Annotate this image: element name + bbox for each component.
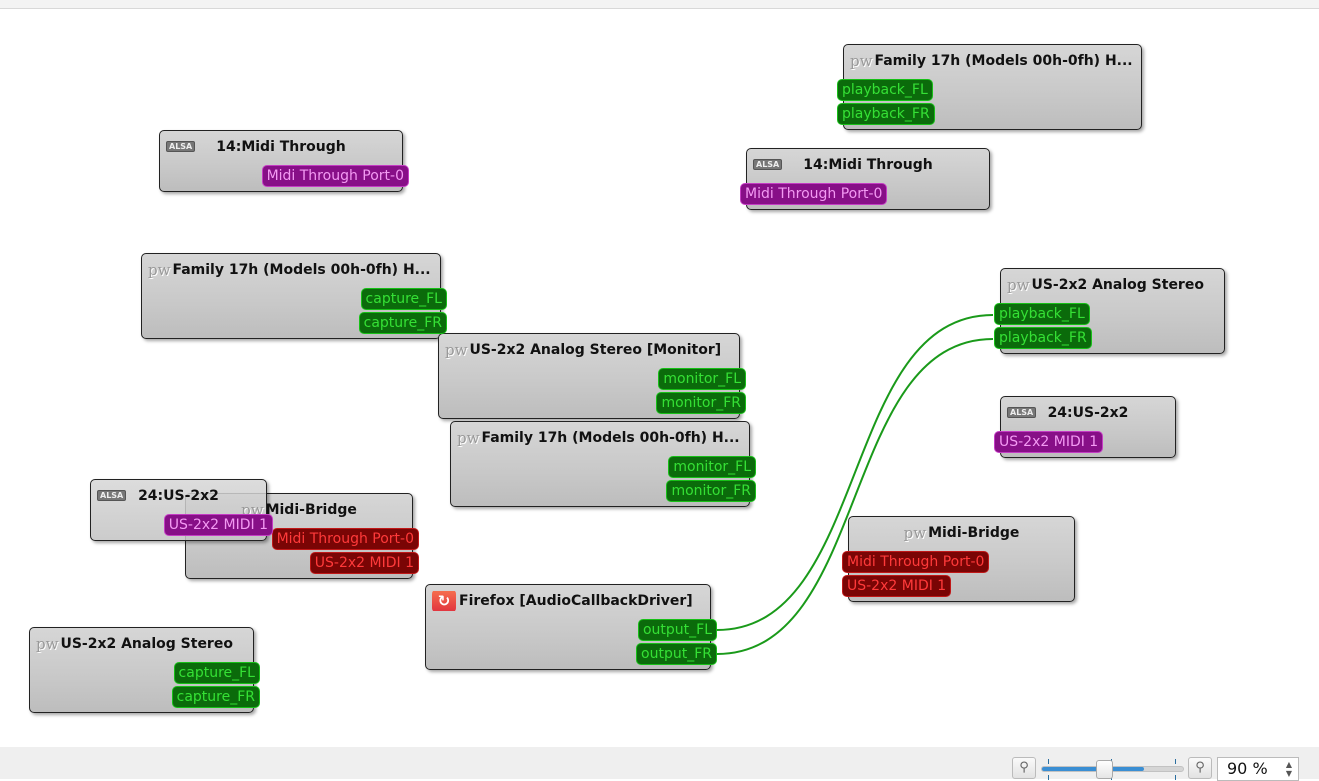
output-port[interactable]: output_FL — [637, 619, 717, 641]
output-port[interactable]: capture_FL — [360, 288, 447, 310]
output-port[interactable]: monitor_FR — [666, 480, 756, 502]
top-toolbar-edge — [0, 0, 1319, 9]
zoom-out-button[interactable]: ⚲ — [1012, 757, 1036, 779]
input-port[interactable]: US-2x2 MIDI 1 — [842, 575, 952, 597]
pipewire-icon: pw — [1007, 276, 1030, 294]
node-title-bar[interactable]: ALSA 24:US-2x2 — [1007, 403, 1169, 423]
node-title: Family 17h (Models 00h-0fh) H... — [172, 262, 431, 278]
output-port[interactable]: monitor_FR — [656, 392, 746, 414]
pipewire-icon: pw — [850, 52, 873, 70]
output-port[interactable]: monitor_FL — [668, 456, 756, 478]
zoom-out-icon: ⚲ — [1019, 760, 1029, 775]
zoom-value: 90 % — [1227, 759, 1268, 778]
output-port[interactable]: output_FR — [636, 643, 717, 665]
alsa-icon: ALSA — [1007, 407, 1037, 418]
output-port[interactable]: monitor_FL — [658, 368, 746, 390]
status-bar: ⚲ ⚲ 90 % ▲▼ — [0, 747, 1319, 781]
pipewire-icon: pw — [36, 635, 59, 653]
node-title: Midi-Bridge — [928, 525, 1020, 541]
output-port[interactable]: capture_FL — [173, 662, 260, 684]
input-port[interactable]: Midi Through Port-0 — [842, 551, 990, 573]
spin-arrows-icon[interactable]: ▲▼ — [1285, 760, 1293, 778]
input-port[interactable]: playback_FL — [837, 79, 933, 101]
node-title: 24:US-2x2 — [1047, 405, 1129, 421]
input-port[interactable]: playback_FR — [837, 103, 935, 125]
slider-tick — [1048, 759, 1049, 764]
node-title: 24:US-2x2 — [138, 488, 219, 504]
zoom-slider-fill — [1042, 767, 1144, 771]
output-port[interactable]: Midi Through Port-0 — [261, 165, 409, 187]
output-port[interactable]: US-2x2 MIDI 1 — [309, 552, 419, 574]
alsa-icon: ALSA — [97, 490, 127, 501]
input-port[interactable]: playback_FL — [994, 303, 1090, 325]
node-title: 14:Midi Through — [216, 139, 346, 155]
node-title: 14:Midi Through — [803, 157, 933, 173]
node-title-bar[interactable]: ALSA 24:US-2x2 — [97, 486, 260, 506]
input-port[interactable]: playback_FR — [994, 327, 1092, 349]
node-title-bar[interactable]: ALSA 14:Midi Through — [753, 155, 983, 175]
pipewire-icon: pw — [903, 524, 927, 542]
output-port[interactable]: Midi Through Port-0 — [271, 528, 419, 550]
firefox-icon: ↻ — [432, 591, 456, 611]
output-port[interactable]: capture_FR — [171, 686, 260, 708]
node-title: Firefox [AudioCallbackDriver] — [459, 593, 693, 609]
input-port[interactable]: US-2x2 MIDI 1 — [994, 431, 1104, 453]
pipewire-icon: pw — [148, 261, 171, 279]
node-title: Midi-Bridge — [265, 502, 357, 518]
input-port[interactable]: Midi Through Port-0 — [740, 183, 888, 205]
alsa-icon: ALSA — [753, 159, 783, 170]
output-port[interactable]: US-2x2 MIDI 1 — [163, 514, 273, 536]
slider-tick — [1175, 775, 1176, 780]
zoom-in-button[interactable]: ⚲ — [1188, 757, 1212, 779]
node-title: Family 17h (Models 00h-0fh) H... — [874, 53, 1133, 69]
pipewire-icon: pw — [445, 341, 468, 359]
alsa-icon: ALSA — [166, 141, 196, 152]
node-title-bar[interactable]: ↻Firefox [AudioCallbackDriver] — [432, 591, 704, 611]
slider-tick — [1175, 759, 1176, 764]
output-port[interactable]: capture_FR — [358, 312, 447, 334]
zoom-slider-handle[interactable] — [1095, 760, 1113, 779]
node-title: US-2x2 Analog Stereo [Monitor] — [469, 342, 722, 358]
node-title: US-2x2 Analog Stereo — [60, 636, 233, 652]
zoom-spinbox[interactable]: 90 % ▲▼ — [1217, 757, 1299, 781]
node-title: US-2x2 Analog Stereo — [1031, 277, 1204, 293]
slider-tick — [1048, 775, 1049, 780]
node-title: Family 17h (Models 00h-0fh) H... — [481, 430, 740, 446]
pipewire-icon: pw — [457, 429, 480, 447]
node-title-bar[interactable]: ALSA 14:Midi Through — [166, 137, 396, 157]
zoom-in-icon: ⚲ — [1195, 760, 1205, 775]
